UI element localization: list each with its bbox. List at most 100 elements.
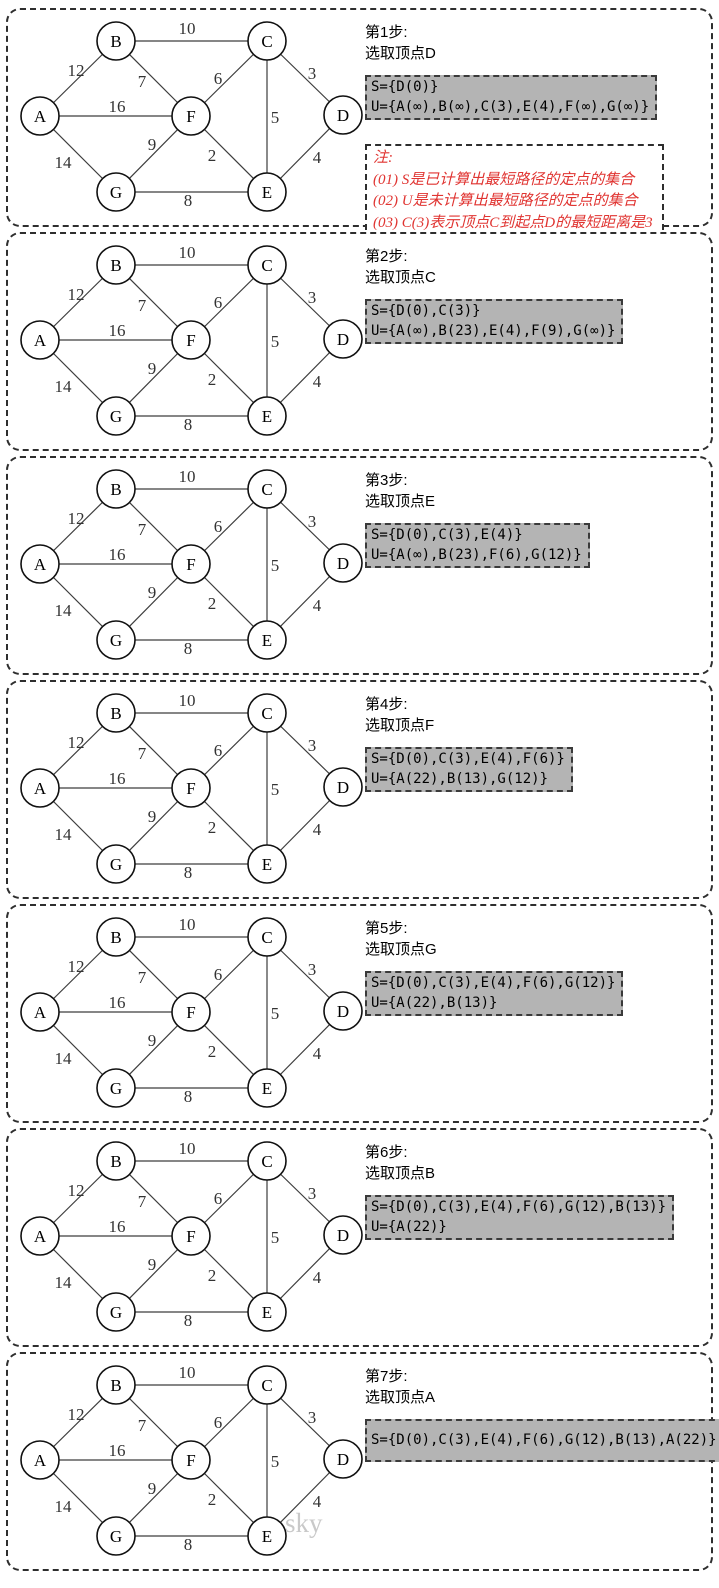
node-D [323, 1215, 363, 1255]
node-label-E: E [262, 855, 272, 874]
edge-weight-C-E: 5 [271, 1452, 280, 1471]
edge-weight-A-F: 16 [109, 321, 126, 340]
edge-weight-B-C: 10 [179, 1139, 196, 1158]
node-label-A: A [34, 1451, 47, 1470]
set-box: S={D(0),C(3)}U={A(∞),B(23),E(4),F(9),G(∞… [365, 299, 624, 344]
node-label-F: F [186, 1451, 195, 1470]
edge-weight-D-E: 4 [313, 372, 322, 391]
edge-weight-A-B: 12 [68, 957, 85, 976]
node-label-D: D [337, 554, 349, 573]
set-s-line: S={D(0),C(3),E(4),F(6),G(12),B(13),A(22)… [371, 1432, 717, 1448]
node-G [96, 1292, 136, 1332]
edge-weight-A-B: 12 [68, 61, 85, 80]
node-F [171, 544, 211, 584]
edge-weight-C-E: 5 [271, 108, 280, 127]
step-title: 第3步: [365, 472, 408, 489]
edge-weight-B-C: 10 [179, 1363, 196, 1382]
node-label-B: B [110, 1376, 121, 1395]
edge-weight-A-G: 14 [55, 1497, 73, 1516]
node-label-C: C [261, 32, 272, 51]
node-label-G: G [110, 631, 122, 650]
node-label-C: C [261, 1376, 272, 1395]
node-label-B: B [110, 1152, 121, 1171]
step-title: 第6步: [365, 1144, 408, 1161]
edge-weight-C-E: 5 [271, 1228, 280, 1247]
node-E [247, 1068, 287, 1108]
set-s-line: S={D(0),C(3),E(4)} [371, 527, 523, 543]
node-D [323, 543, 363, 583]
set-box-wrap: S={D(0),C(3),E(4),F(6),G(12)}U={A(22),B(… [365, 971, 717, 1016]
node-label-D: D [337, 1450, 349, 1469]
step-action: 选取顶点A [365, 1389, 436, 1406]
node-F [171, 1216, 211, 1256]
node-label-C: C [261, 480, 272, 499]
edge-weight-C-F: 6 [214, 293, 223, 312]
edge-weight-A-G: 14 [55, 1049, 73, 1068]
node-G [96, 844, 136, 884]
edge-weight-D-E: 4 [313, 1492, 322, 1511]
node-label-A: A [34, 107, 47, 126]
edge-weight-C-F: 6 [214, 965, 223, 984]
edge-weight-A-G: 14 [55, 377, 73, 396]
node-C [247, 1365, 287, 1405]
edge-weight-C-D: 3 [308, 512, 317, 531]
edge-weight-A-B: 12 [68, 509, 85, 528]
node-F [171, 320, 211, 360]
edge-weight-D-E: 4 [313, 148, 322, 167]
edge-weight-C-F: 6 [214, 69, 223, 88]
edge-weight-D-E: 4 [313, 1268, 322, 1287]
edge-weight-B-C: 10 [179, 19, 196, 38]
edge-weight-C-F: 6 [214, 517, 223, 536]
node-C [247, 469, 287, 509]
node-label-E: E [262, 407, 272, 426]
set-box-wrap: S={D(0),C(3),E(4),F(6),G(12),B(13),A(22)… [365, 1419, 719, 1462]
edge-weight-A-F: 16 [109, 1441, 126, 1460]
node-D [323, 1439, 363, 1479]
set-box-wrap: S={D(0),C(3),E(4),F(6)}U={A(22),B(13),G(… [365, 747, 717, 792]
edge-weight-B-F: 7 [138, 1192, 147, 1211]
node-B [96, 1141, 136, 1181]
node-D [323, 767, 363, 807]
node-label-B: B [110, 928, 121, 947]
node-C [247, 917, 287, 957]
node-G [96, 172, 136, 212]
edge-weight-F-E: 2 [208, 818, 217, 837]
node-label-D: D [337, 330, 349, 349]
edge-weight-F-E: 2 [208, 1490, 217, 1509]
set-box-wrap: S={D(0),C(3),E(4),F(6),G(12),B(13)}U={A(… [365, 1195, 717, 1240]
edge-weight-F-G: 9 [148, 1031, 157, 1050]
node-label-B: B [110, 480, 121, 499]
edge-weight-A-G: 14 [55, 1273, 73, 1292]
step-action: 选取顶点F [365, 717, 435, 734]
node-F [171, 1440, 211, 1480]
node-G [96, 1516, 136, 1556]
edge-weight-A-B: 12 [68, 733, 85, 752]
edge-weight-C-F: 6 [214, 741, 223, 760]
set-u-line: U={A(∞),B(∞),C(3),E(4),F(∞),G(∞)} [371, 99, 650, 115]
edge-weight-C-D: 3 [308, 288, 317, 307]
edge-weight-G-E: 8 [184, 415, 193, 434]
node-E [247, 172, 287, 212]
note-line: (02) U是未计算出最短路径的定点的集合 [373, 193, 638, 209]
edge-weight-G-E: 8 [184, 863, 193, 882]
edge-weight-B-C: 10 [179, 691, 196, 710]
node-label-G: G [110, 183, 122, 202]
edge-weight-A-F: 16 [109, 1217, 126, 1236]
node-D [323, 319, 363, 359]
edge-weight-G-E: 8 [184, 639, 193, 658]
node-A [20, 768, 60, 808]
edge-weight-C-D: 3 [308, 960, 317, 979]
node-label-G: G [110, 855, 122, 874]
node-label-E: E [262, 1527, 272, 1546]
